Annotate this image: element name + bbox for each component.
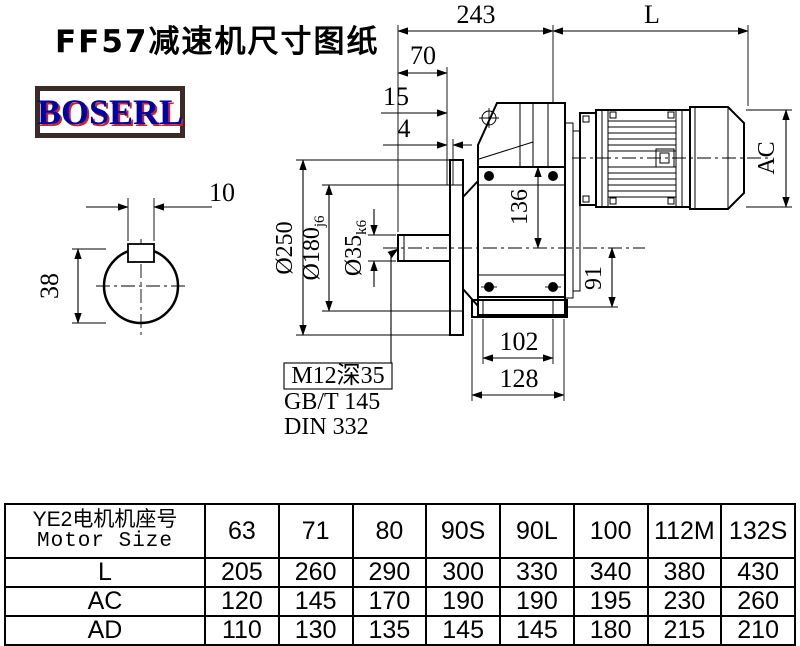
table-cell: 120 xyxy=(204,586,280,617)
table-row: AC 120 145 170 190 190 195 230 260 xyxy=(4,586,796,617)
row-label: AC xyxy=(4,586,206,617)
column-header: 80 xyxy=(351,503,428,559)
table-cell: 110 xyxy=(204,615,280,646)
table-cell: 260 xyxy=(277,557,354,588)
table-cell: 195 xyxy=(572,586,649,617)
page-title: FF57减速机尺寸图纸 xyxy=(55,24,380,60)
gear-housing xyxy=(477,102,566,316)
table-cell: 145 xyxy=(277,586,354,617)
motor-size-header-en: Motor Size xyxy=(36,530,174,553)
table-cell: 145 xyxy=(425,615,501,646)
tap-note-label: M12深35 xyxy=(291,362,384,389)
dimensions: 243 L 70 15 4 Ø250 Ø180j6 xyxy=(272,0,792,440)
dim-70-label: 70 xyxy=(410,41,436,70)
flange-dia-label: Ø250 xyxy=(272,221,298,274)
table-header-row: YE2电机机座号 Motor Size 63 71 80 90S 90L 100… xyxy=(4,503,796,559)
motor-adapter xyxy=(564,122,574,299)
table-cell: 430 xyxy=(720,557,796,588)
keyway-width-label: 10 xyxy=(209,178,235,207)
row-label: AD xyxy=(4,615,206,646)
spigot-dia-value: Ø180 xyxy=(299,227,325,280)
bolt-icon xyxy=(548,171,558,181)
reducer-side-view xyxy=(383,102,772,336)
column-header: 132S xyxy=(720,503,796,559)
table-cell: 130 xyxy=(277,615,354,646)
dim-102-label: 102 xyxy=(500,327,539,356)
table-cell: 170 xyxy=(351,586,428,617)
table-cell: 260 xyxy=(720,586,796,617)
table-cell: 340 xyxy=(572,557,649,588)
table-cell: 180 xyxy=(572,615,649,646)
shaft-dia-value: Ø35 xyxy=(341,235,367,276)
dim-128-label: 128 xyxy=(500,364,539,393)
table-cell: 230 xyxy=(646,586,723,617)
shaft-cross-section: 10 38 xyxy=(35,178,235,335)
table-cell: 380 xyxy=(646,557,723,588)
table-cell: 135 xyxy=(351,615,428,646)
table-cell: 290 xyxy=(351,557,428,588)
table-row: L 205 260 290 300 330 340 380 430 xyxy=(4,557,796,588)
shaft-dia-tolerance: k6 xyxy=(354,219,370,235)
row-label: L xyxy=(4,557,206,588)
motor-size-header-cn: YE2电机机座号 xyxy=(32,507,178,531)
tap-note-box xyxy=(283,362,393,390)
din-standard-label: DIN 332 xyxy=(284,414,369,440)
table-cell: 300 xyxy=(425,557,501,588)
motor-size-header: YE2电机机座号 Motor Size xyxy=(4,503,206,559)
bottom-flange xyxy=(471,299,568,318)
table-cell: 330 xyxy=(499,557,575,588)
dim-136-label: 136 xyxy=(507,189,533,225)
dim-L-label: L xyxy=(644,0,660,29)
column-header: 112M xyxy=(646,503,723,559)
output-flange xyxy=(449,159,464,336)
bolt-icon xyxy=(484,171,494,181)
motor-flange xyxy=(579,112,597,206)
technical-drawing: 10 38 xyxy=(35,0,792,440)
terminal-box xyxy=(655,148,675,168)
dim-15-label: 15 xyxy=(383,82,409,111)
shaft-height-label: 38 xyxy=(35,273,64,299)
table-cell: 210 xyxy=(720,615,796,646)
dimension-table: YE2电机机座号 Motor Size 63 71 80 90S 90L 100… xyxy=(4,503,796,646)
dim-AC-label: AC xyxy=(754,141,780,174)
brand-logo: BOSERL xyxy=(35,86,185,138)
table-cell: 145 xyxy=(499,615,575,646)
dim-4-label: 4 xyxy=(398,114,411,143)
column-header: 63 xyxy=(204,503,280,559)
column-header: 90S xyxy=(425,503,501,559)
brand-logo-text: BOSERL xyxy=(36,92,184,132)
spigot-dia-label: Ø180j6 xyxy=(299,215,328,281)
motor-fins xyxy=(608,120,676,198)
column-header: 90L xyxy=(499,503,575,559)
dim-91-label: 91 xyxy=(581,266,607,290)
column-header: 100 xyxy=(572,503,649,559)
column-header: 71 xyxy=(277,503,354,559)
dim-243-label: 243 xyxy=(457,0,496,29)
table-row: AD 110 130 135 145 145 180 215 210 xyxy=(4,615,796,646)
gb-standard-label: GB/T 145 xyxy=(284,389,380,415)
table-cell: 190 xyxy=(499,586,575,617)
table-cell: 205 xyxy=(204,557,280,588)
table-cell: 190 xyxy=(425,586,501,617)
table-cell: 215 xyxy=(646,615,723,646)
keyway-slot xyxy=(127,243,155,263)
spigot-dia-tolerance: j6 xyxy=(312,215,328,228)
shaft-dia-label: Ø35k6 xyxy=(341,219,370,276)
